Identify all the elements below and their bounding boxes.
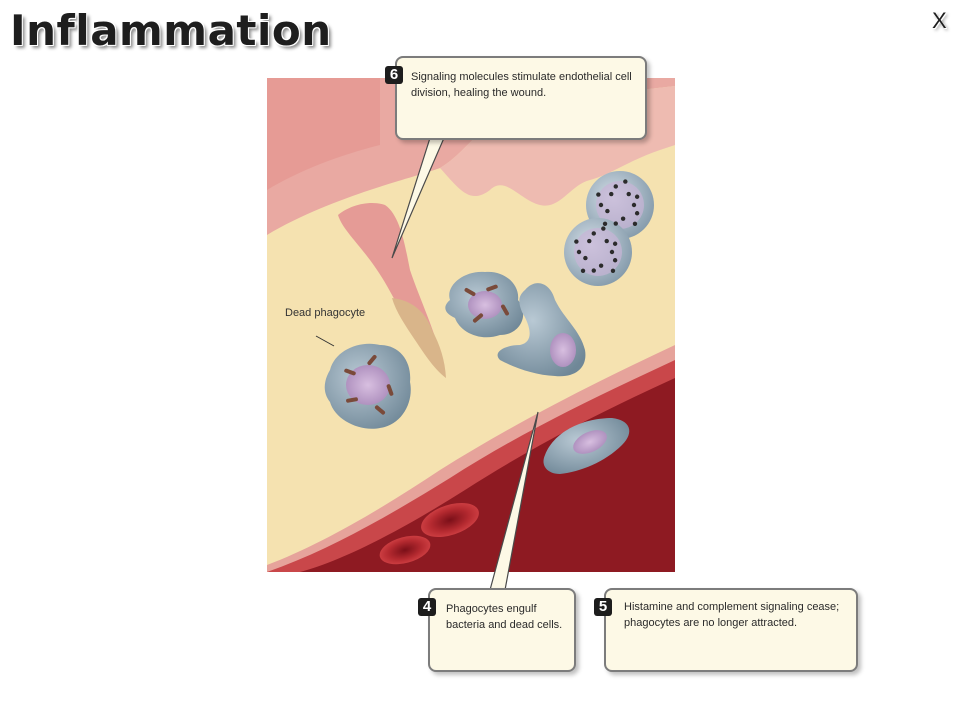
granule (610, 268, 616, 273)
granule (587, 238, 592, 244)
red-blood-cell (421, 502, 479, 538)
nucleus (550, 333, 576, 367)
granule (626, 191, 631, 197)
page-title: Inflammation (10, 6, 332, 55)
wound-scab (392, 298, 446, 378)
bacterium (464, 288, 476, 296)
callout-step-4: 4 Phagocytes engulf bacteria and dead ce… (418, 588, 576, 672)
granule (598, 263, 604, 268)
epithelium-upper (267, 78, 380, 190)
callout-step-6: 6 Signaling molecules stimulate endothel… (385, 56, 647, 140)
step-badge-5: 5 (594, 598, 612, 616)
cell-details (344, 179, 640, 415)
granule (605, 208, 610, 214)
granule (613, 184, 618, 189)
callout-text-5: Histamine and complement signaling cease… (624, 601, 840, 629)
granule (583, 255, 588, 261)
granule (613, 221, 618, 226)
granule (580, 268, 586, 273)
granule (604, 238, 609, 244)
granule (596, 192, 601, 197)
granule (601, 226, 606, 231)
dead-phagocyte-label: Dead phagocyte (285, 307, 366, 319)
bacterium (472, 313, 484, 323)
granule (598, 202, 604, 208)
step-badge-6: 6 (385, 66, 403, 84)
nucleus (573, 430, 607, 454)
bacterium (344, 368, 356, 376)
bacterium (486, 284, 498, 292)
close-button[interactable]: X (932, 8, 947, 33)
red-blood-cell (379, 535, 431, 565)
granule (609, 191, 614, 197)
granule (609, 249, 615, 255)
callout-step-5: 5 Histamine and complement signaling cea… (594, 588, 858, 672)
bacterium (346, 397, 358, 403)
bacterium (367, 354, 377, 366)
step-badge-4: 4 (418, 598, 436, 616)
granule (634, 211, 640, 216)
dead-phagocyte-leader (315, 335, 335, 347)
granule (602, 221, 608, 226)
nucleus (468, 291, 502, 319)
granule (631, 202, 637, 208)
granule (623, 179, 628, 184)
granule (634, 194, 640, 199)
granule (574, 239, 579, 244)
granule (612, 258, 618, 263)
bacterium (374, 405, 386, 415)
callout-text-4: Phagocytes engulf bacteria and dead cell… (446, 603, 563, 631)
granulocyte (564, 218, 632, 286)
granule (591, 268, 596, 273)
granule (620, 216, 626, 221)
nucleus (346, 365, 390, 405)
granule (591, 231, 596, 236)
bacterium (386, 384, 394, 396)
granule (612, 241, 618, 246)
granule (576, 249, 582, 255)
bacterium (501, 304, 509, 316)
callout-text-6: Signaling molecules stimulate endothelia… (411, 71, 632, 99)
granule (632, 221, 638, 226)
